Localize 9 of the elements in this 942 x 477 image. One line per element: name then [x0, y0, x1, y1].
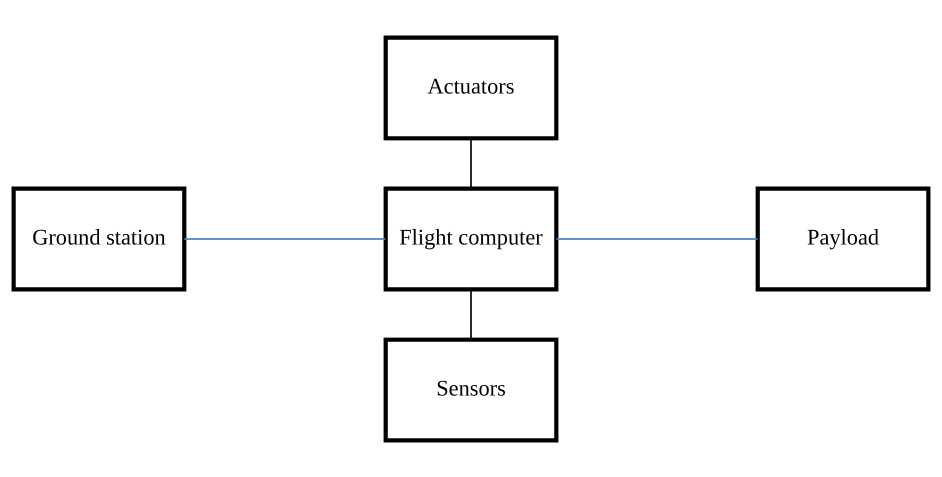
connector: [470, 288, 472, 339]
node-box: Sensors: [384, 337, 558, 442]
node-box: Actuators: [384, 35, 558, 140]
node-box: Flight computer: [384, 186, 558, 291]
node-box: Payload: [756, 186, 930, 291]
connector: [556, 238, 758, 240]
node-box: Ground station: [12, 186, 186, 291]
connector: [184, 238, 386, 240]
connector: [470, 138, 472, 188]
